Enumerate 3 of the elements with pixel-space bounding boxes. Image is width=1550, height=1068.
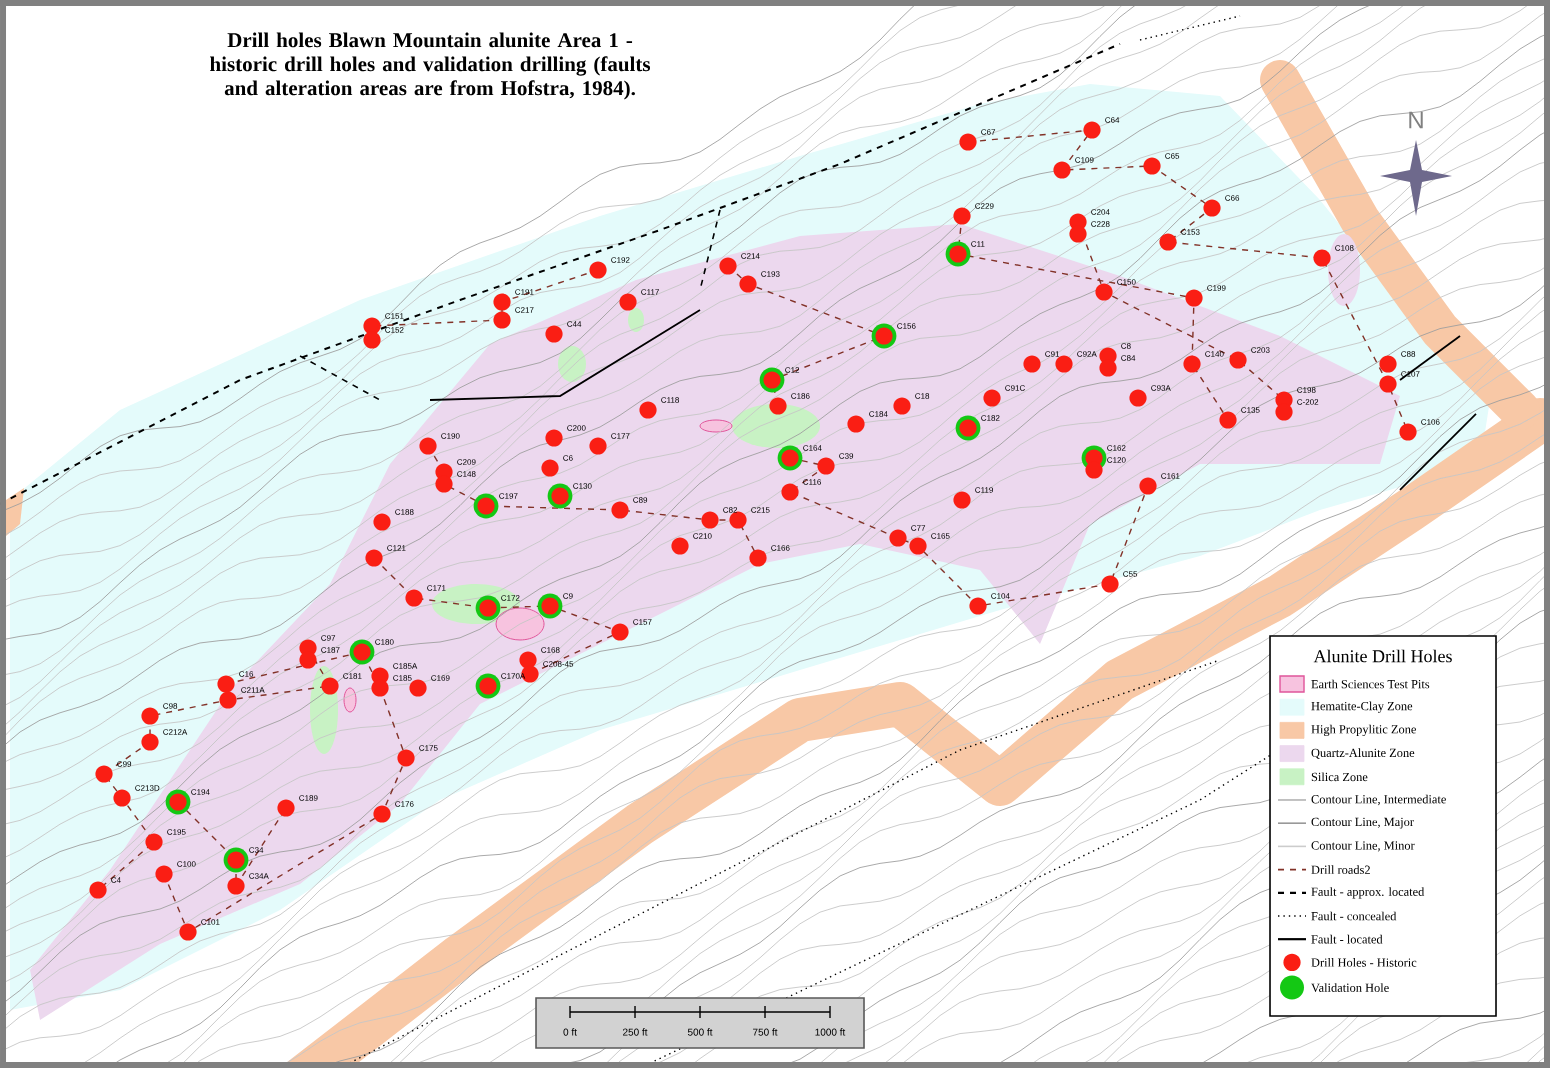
legend-title: Alunite Drill Holes [1313,649,1452,663]
map-title: Drill holes Blawn Mountain alunite Area 1 - historic drill holes and validation drilling (faults and alteration areas are from Hofstra, 1984). [210,32,651,100]
north-label: N [1409,111,1423,129]
